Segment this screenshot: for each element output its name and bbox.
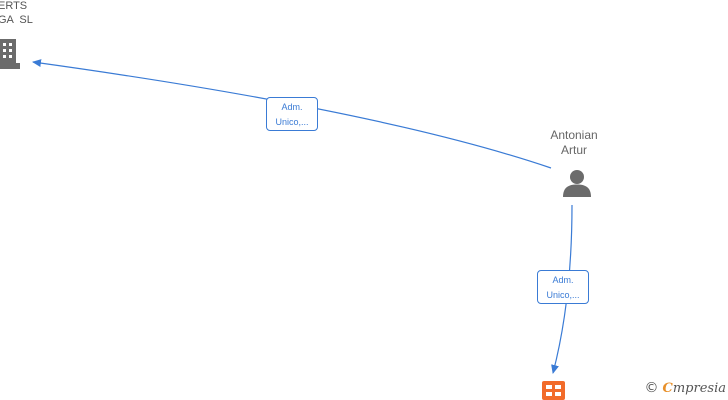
edge-label-top-line1: Adm. xyxy=(281,102,303,112)
company-top-label-line1: ERTS xyxy=(0,0,28,12)
person-icon[interactable] xyxy=(562,168,592,198)
edge-person-to-top-company xyxy=(32,59,552,169)
edge-label-bottom-line1: Adm. xyxy=(552,275,574,285)
company-grid-icon[interactable] xyxy=(542,381,565,400)
edge-label-bottom-line2: Unico,... xyxy=(546,290,580,300)
person-label-line2: Artur xyxy=(560,143,587,157)
person-label[interactable]: Antonian Artur xyxy=(538,128,610,158)
company-top-label[interactable]: ERTS GA SL xyxy=(0,0,33,27)
brand-name-rest: mpresia xyxy=(672,381,726,396)
empresia-logo: ©Cmpresia xyxy=(645,380,727,396)
edge-label-bottom[interactable]: Adm. Unico,... xyxy=(537,270,589,304)
copyright-symbol: © xyxy=(644,380,659,396)
person-label-line1: Antonian xyxy=(550,128,598,142)
edge-label-top-line2: Unico,... xyxy=(275,117,309,127)
company-top-label-line2: GA SL xyxy=(0,14,33,26)
brand-initial: C xyxy=(662,381,673,396)
edge-label-top[interactable]: Adm. Unico,... xyxy=(266,97,318,131)
building-icon[interactable] xyxy=(0,35,20,69)
